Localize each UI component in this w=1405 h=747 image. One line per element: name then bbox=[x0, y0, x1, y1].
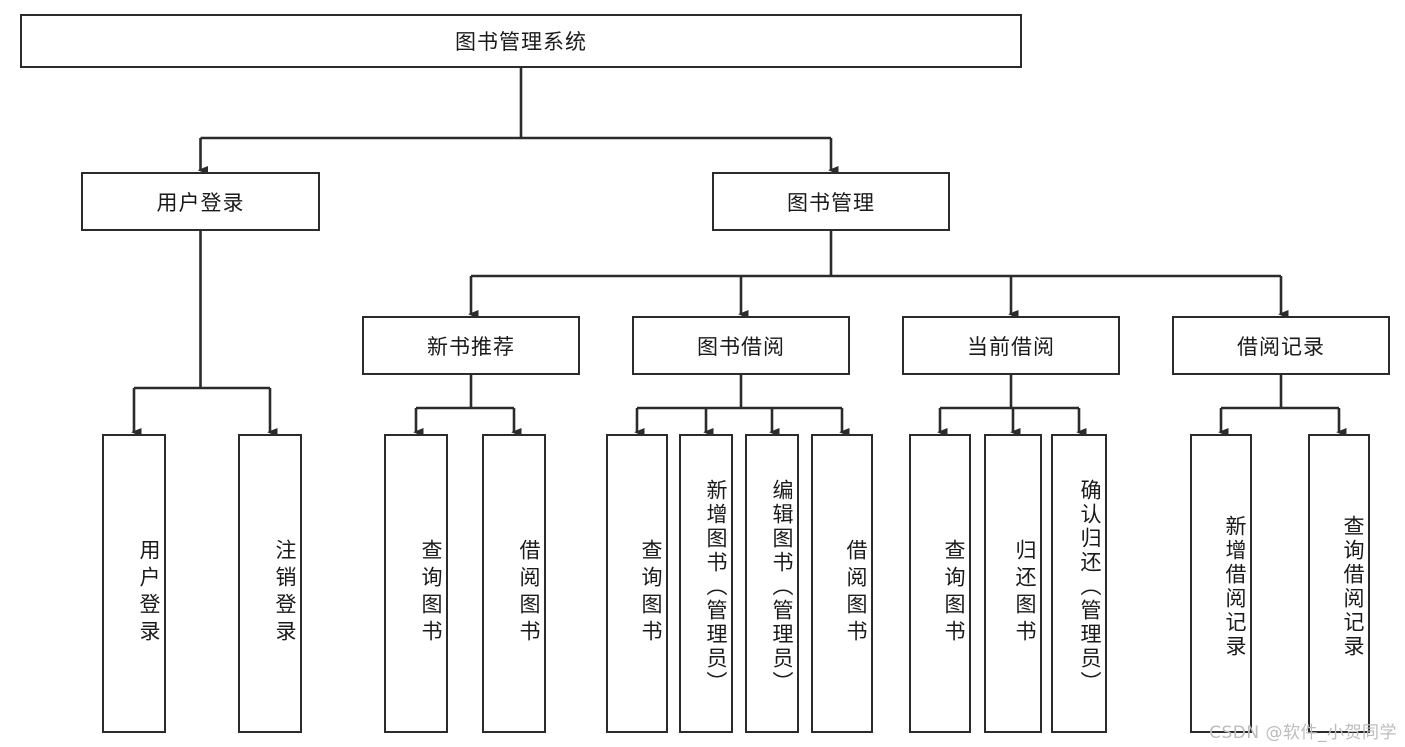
node-label: 新增图书（管理员） bbox=[704, 478, 728, 695]
node-label: 用户登录 bbox=[137, 538, 161, 647]
node-l2-user[interactable]: 用户登录 bbox=[81, 172, 320, 231]
node-label: 确认归还（管理员） bbox=[1078, 478, 1102, 695]
node-leaf-cur-confirm[interactable]: 确认归还（管理员） bbox=[1051, 434, 1107, 733]
node-label: 编辑图书（管理员） bbox=[770, 478, 794, 695]
node-label: 新书推荐 bbox=[427, 334, 515, 359]
node-leaf-rcd-add[interactable]: 新增借阅记录 bbox=[1190, 434, 1252, 733]
node-l3-borrow[interactable]: 图书借阅 bbox=[632, 316, 850, 375]
node-label: 借阅图书 bbox=[844, 538, 868, 647]
node-leaf-rec-borrow[interactable]: 借阅图书 bbox=[482, 434, 546, 733]
node-leaf-user-logout[interactable]: 注销登录 bbox=[238, 434, 302, 733]
node-l3-records[interactable]: 借阅记录 bbox=[1172, 316, 1390, 375]
node-label: 查询图书 bbox=[419, 538, 443, 647]
node-leaf-rec-query[interactable]: 查询图书 bbox=[384, 434, 448, 733]
node-label: 查询图书 bbox=[639, 538, 663, 647]
node-label: 图书管理系统 bbox=[455, 30, 587, 54]
node-leaf-bor-lend[interactable]: 借阅图书 bbox=[811, 434, 873, 733]
node-label: 归还图书 bbox=[1013, 538, 1037, 647]
node-leaf-cur-query[interactable]: 查询图书 bbox=[909, 434, 971, 733]
node-label: 查询借阅记录 bbox=[1341, 514, 1365, 659]
node-l3-recommend[interactable]: 新书推荐 bbox=[362, 316, 580, 375]
node-label: 借阅记录 bbox=[1237, 334, 1325, 359]
node-label: 当前借阅 bbox=[967, 334, 1055, 359]
node-leaf-rcd-query[interactable]: 查询借阅记录 bbox=[1308, 434, 1370, 733]
node-root[interactable]: 图书管理系统 bbox=[20, 14, 1022, 68]
node-label: 借阅图书 bbox=[517, 538, 541, 647]
node-label: 用户登录 bbox=[156, 190, 245, 215]
watermark: CSDN @软件_小贺同学 bbox=[1209, 723, 1397, 743]
node-label: 图书借阅 bbox=[697, 334, 785, 359]
node-label: 图书管理 bbox=[787, 190, 875, 215]
node-l2-book[interactable]: 图书管理 bbox=[712, 172, 950, 231]
node-label: 查询图书 bbox=[942, 538, 966, 647]
node-label: 新增借阅记录 bbox=[1223, 514, 1247, 659]
node-leaf-bor-add[interactable]: 新增图书（管理员） bbox=[679, 434, 733, 733]
node-label: 注销登录 bbox=[273, 538, 297, 647]
node-leaf-bor-query[interactable]: 查询图书 bbox=[606, 434, 668, 733]
node-leaf-bor-edit[interactable]: 编辑图书（管理员） bbox=[745, 434, 799, 733]
node-leaf-user-login[interactable]: 用户登录 bbox=[102, 434, 166, 733]
node-leaf-cur-return[interactable]: 归还图书 bbox=[984, 434, 1042, 733]
node-l3-current[interactable]: 当前借阅 bbox=[902, 316, 1120, 375]
